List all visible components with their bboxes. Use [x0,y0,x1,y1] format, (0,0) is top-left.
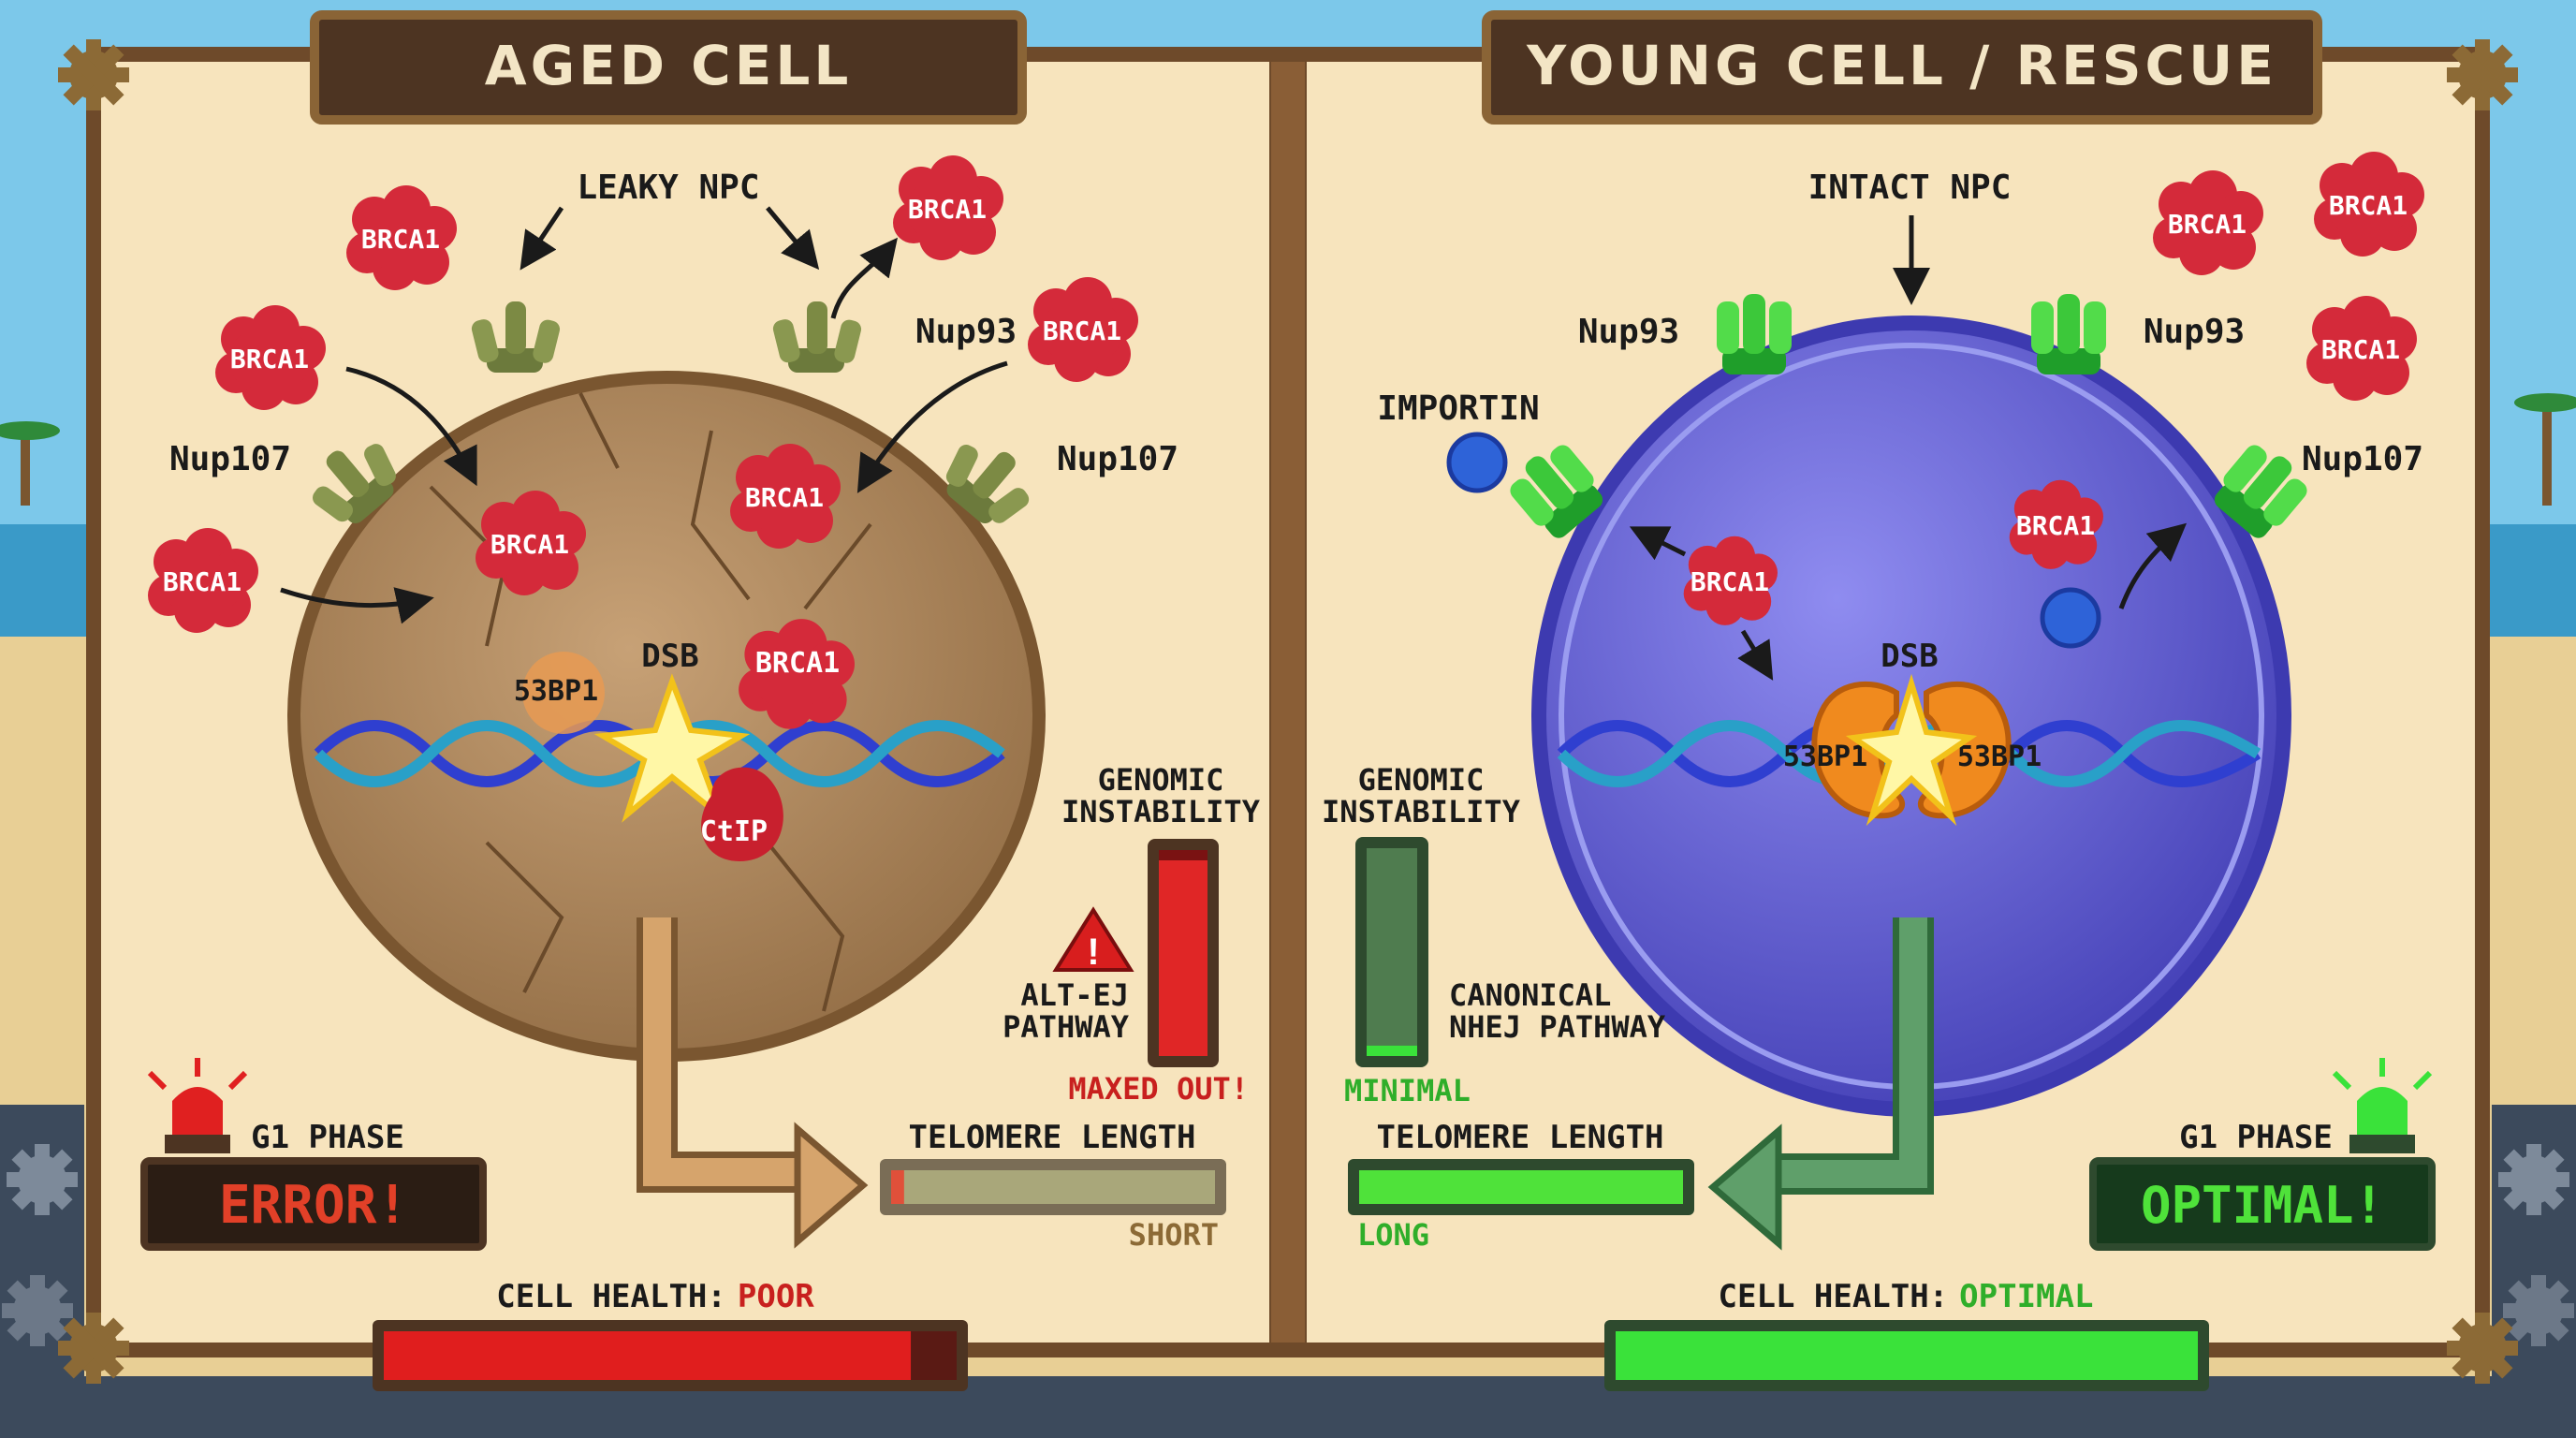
young-53bp1-right-label: 53BP1 [1957,741,2042,773]
aged-title-banner: AGED CELL [310,10,1027,125]
young-nup93-right-label: Nup93 [2144,313,2245,351]
young-importin-label: IMPORTIN [1377,389,1539,428]
aged-ctip-label: CtIP [700,815,768,848]
young-brca1-label: BRCA1 [1690,566,1769,597]
young-health-fill [1616,1331,2198,1380]
gear-icon [58,1313,129,1384]
aged-brca1-label: BRCA1 [1043,315,1121,346]
gear-icon [2498,1144,2569,1215]
young-nup107-label: Nup107 [2302,440,2423,478]
aged-genomic-meter-fill [1159,860,1208,1056]
aged-brca1-label: BRCA1 [908,194,987,225]
young-npc-label: INTACT NPC [1808,169,2012,207]
young-importin-spheres [1446,432,2101,649]
aged-brca1-label: BRCA1 [361,224,440,255]
young-phase-status: OPTIMAL! [2141,1176,2384,1235]
aged-telomere-status: SHORT [1129,1217,1219,1253]
young-53bp1-left-label: 53BP1 [1783,741,1867,773]
aged-nup107-left-label: Nup107 [169,440,291,478]
lightning-icon [1845,673,1978,827]
palm-tree-left [0,421,60,506]
aged-nup107-right-label: Nup107 [1057,440,1178,478]
svg-text:!: ! [1087,932,1099,973]
aged-health-label: CELL HEALTH:POOR [496,1278,814,1315]
aged-telomere-fill [891,1170,904,1204]
young-health-label: CELL HEALTH:OPTIMAL [1719,1278,2094,1315]
warning-icon: ! [1052,906,1134,973]
young-brca1-label: BRCA1 [2329,190,2408,221]
young-title: YOUNG CELL / RESCUE [1526,34,2277,97]
aged-brca1-dsb: BRCA1 [739,619,855,729]
gear-icon [2447,1313,2518,1384]
aged-phase-label: G1 PHASE [251,1119,404,1156]
young-minimal: MINIMAL [1344,1073,1471,1108]
young-title-banner: YOUNG CELL / RESCUE [1482,10,2322,125]
aged-npc-label: LEAKY NPC [577,169,759,207]
aged-status-box: ERROR! [140,1157,487,1251]
aged-brca1-label: BRCA1 [745,482,824,513]
aged-53bp1-label: 53BP1 [514,675,598,708]
aged-genomic-meter [1148,839,1219,1067]
young-genomic-meter-fill [1367,1045,1417,1056]
panel-divider-rope [1271,62,1305,1343]
gear-icon [58,39,129,110]
aged-phase-status: ERROR! [219,1175,408,1236]
young-phase-label: G1 PHASE [2179,1119,2333,1156]
siren-icon [2332,1058,2433,1153]
young-brca1-label: BRCA1 [2016,510,2095,541]
aged-brca1-label: BRCA1 [490,529,569,560]
lightning-icon [593,673,751,826]
gear-icon [7,1144,78,1215]
palm-tree-right [2514,393,2576,506]
aged-brca1-proteins: BRCA1 BRCA1 BRCA1 BRCA1 BRCA1 BRCA1 BRCA… [148,155,1138,633]
young-health-bar [1604,1320,2209,1391]
aged-dsb-label: DSB [641,638,698,675]
aged-maxed-out: MAXED OUT! [1068,1071,1249,1107]
aged-health-fill [384,1331,912,1380]
aged-telomere-title: TELOMERE LENGTH [908,1119,1195,1156]
siren-icon [147,1058,248,1153]
aged-title: AGED CELL [485,34,853,97]
young-telomere-bar [1348,1159,1694,1215]
young-brca1-proteins: BRCA1 BRCA1 BRCA1 BRCA1 BRCA1 [1683,152,2424,625]
young-arrows [1629,215,2188,681]
gear-icon [2447,39,2518,110]
young-dsb-label: DSB [1881,638,1938,675]
young-brca1-label: BRCA1 [2168,209,2247,240]
young-status-box: OPTIMAL! [2089,1157,2436,1251]
aged-nup93-label: Nup93 [915,313,1017,351]
gear-icon [2,1275,73,1346]
aged-telomere-bar [880,1159,1226,1215]
young-telomere-title: TELOMERE LENGTH [1376,1119,1663,1156]
aged-brca1-label: BRCA1 [163,566,242,597]
young-brca1-label: BRCA1 [2321,334,2400,365]
young-nup93-left-label: Nup93 [1578,313,1679,351]
aged-brca1-label: BRCA1 [230,344,309,374]
aged-53bp1-blob [522,652,605,734]
young-telomere-fill [1359,1170,1683,1204]
young-genomic-meter [1355,837,1428,1067]
aged-ctip-protein: CtIP [700,767,783,861]
aged-brca1-dsb-label: BRCA1 [755,647,840,680]
young-telomere-status: LONG [1357,1217,1429,1253]
gear-icon [2503,1275,2574,1346]
aged-health-bar [373,1320,968,1391]
aged-arrows [280,206,1008,624]
